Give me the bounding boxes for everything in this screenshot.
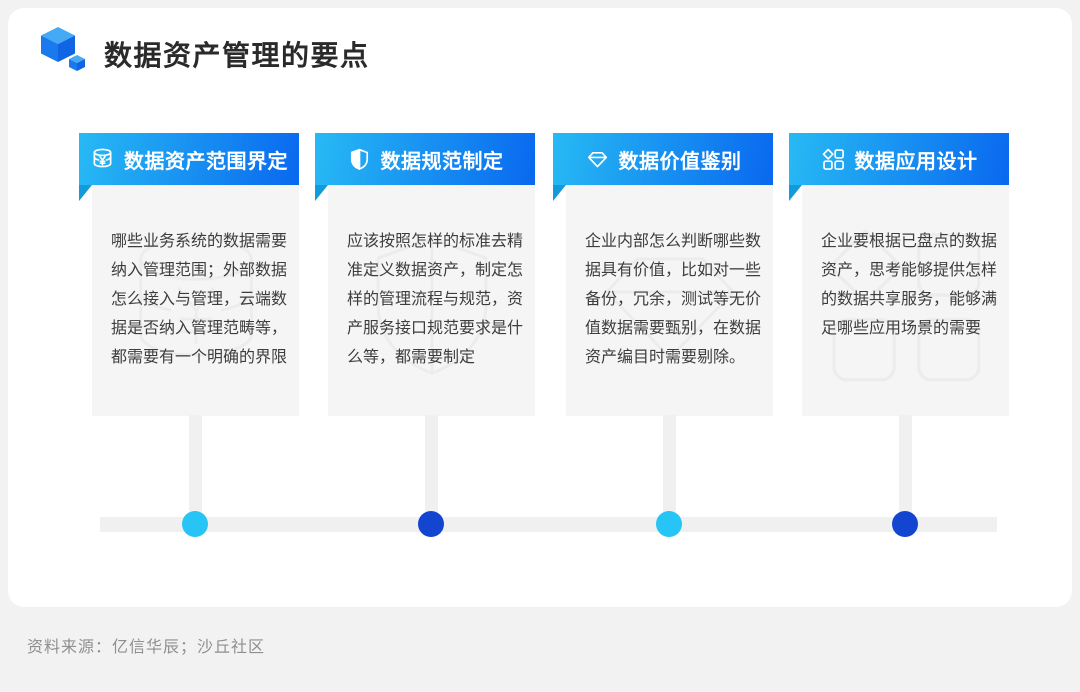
app-grid-icon (822, 148, 844, 170)
timeline-dot-3 (656, 511, 682, 537)
timeline-connector (189, 415, 202, 518)
database-yuan-icon (93, 148, 112, 167)
card-description: 哪些业务系统的数据需要纳入管理范围；外部数据怎么接入与管理，云端数据是否纳入管理… (111, 233, 288, 366)
timeline-dot-1 (182, 511, 208, 537)
card-title: 数据资产范围界定 (124, 150, 288, 173)
card-header: 数据应用设计 (789, 133, 1009, 185)
card-data-value: 数据价值鉴别 企业内部怎么判断哪些数据具有价值，比如对一些备份，冗余，测试等无价… (553, 133, 773, 416)
ribbon-fold (79, 185, 92, 201)
card-body: 企业要根据已盘点的数据资产，思考能够提供怎样的数据共享服务，能够满足哪些应用场景… (802, 185, 1009, 416)
card-data-asset-scope: 数据资产范围界定 哪些业务系统的数据需要纳入管理范围；外部数据怎么接入与管理，云… (79, 133, 299, 416)
card-body: 哪些业务系统的数据需要纳入管理范围；外部数据怎么接入与管理，云端数据是否纳入管理… (92, 185, 299, 416)
card-description: 企业内部怎么判断哪些数据具有价值，比如对一些备份，冗余，测试等无价值数据需要甄别… (585, 233, 762, 366)
cube-logo-icon (41, 27, 85, 71)
app-grid-watermark-icon (827, 229, 980, 382)
card-title: 数据价值鉴别 (618, 150, 742, 173)
timeline-connector (425, 415, 438, 518)
ribbon-fold (553, 185, 566, 201)
diamond-watermark-icon (605, 257, 734, 360)
shield-watermark-icon (376, 237, 487, 376)
card-body: 企业内部怎么判断哪些数据具有价值，比如对一些备份，冗余，测试等无价值数据需要甄别… (566, 185, 773, 416)
page-title: 数据资产管理的要点 (104, 40, 370, 71)
card-data-standard: 数据规范制定 应该按照怎样的标准去精准定义数据资产，制定怎样的管理流程与规范，资… (315, 133, 535, 416)
database-watermark-icon (138, 237, 253, 358)
source-note: 资料来源：亿信华辰；沙丘社区 (27, 639, 266, 656)
diamond-icon (587, 151, 607, 167)
timeline-dot-2 (418, 511, 444, 537)
ribbon-fold (315, 185, 328, 201)
card-header: 数据价值鉴别 (553, 133, 773, 185)
timeline-connector (899, 415, 912, 518)
card-description: 应该按照怎样的标准去精准定义数据资产，制定怎样的管理流程与规范，资产服务接口规范… (347, 233, 524, 366)
card-title: 数据规范制定 (380, 150, 504, 173)
timeline-dot-4 (892, 511, 918, 537)
card-header: 数据资产范围界定 (79, 133, 299, 185)
card-body: 应该按照怎样的标准去精准定义数据资产，制定怎样的管理流程与规范，资产服务接口规范… (328, 185, 535, 416)
ribbon-fold (789, 185, 802, 201)
shield-icon (350, 148, 368, 170)
card-title: 数据应用设计 (854, 150, 978, 173)
card-data-application: 数据应用设计 企业要根据已盘点的数据资产，思考能够提供怎样的数据共享服务，能够满… (789, 133, 1009, 416)
card-header: 数据规范制定 (315, 133, 535, 185)
timeline-bar (100, 517, 997, 532)
timeline-connector (663, 415, 676, 518)
card-description: 企业要根据已盘点的数据资产，思考能够提供怎样的数据共享服务，能够满足哪些应用场景… (821, 233, 998, 337)
